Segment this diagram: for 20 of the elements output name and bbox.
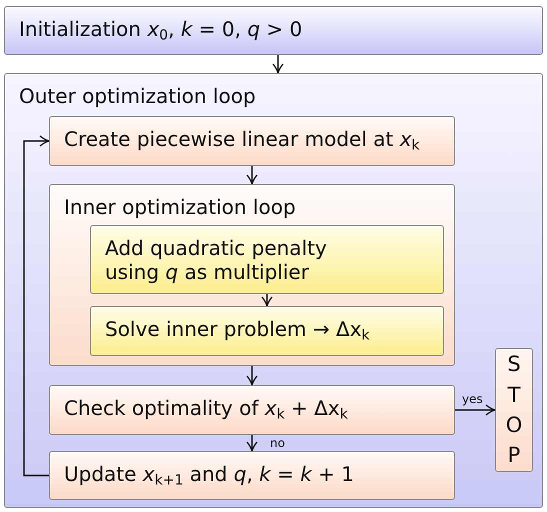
process-box xyxy=(4,6,543,55)
node-label: Check optimality of x$_{k}$ + Δx$_{k}$ xyxy=(64,396,348,424)
node-label: Update x$_{k+1}$ and q, k = k+ 1 xyxy=(64,462,354,490)
process-box xyxy=(49,385,455,435)
edge-label: no xyxy=(270,436,285,450)
node-label: Outer optimization loop xyxy=(19,84,256,108)
node-label: Inner optimization loop xyxy=(64,195,296,219)
loop-container xyxy=(4,73,543,508)
loop-container xyxy=(49,184,455,366)
node-label: Solve inner problem → Δx$_{k}$ xyxy=(105,317,370,345)
node-label: Create piecewise linear model at x$_{k}$ xyxy=(64,127,420,155)
node-label: Initialization x$_{0}$, k = 0, q > 0 xyxy=(19,16,302,44)
process-box xyxy=(90,306,444,356)
node-label: Add quadratic penalty using q as multiplier xyxy=(105,236,328,284)
process-box xyxy=(49,451,455,500)
process-box xyxy=(90,225,444,294)
process-box xyxy=(49,116,455,166)
edge-label: yes xyxy=(462,392,483,406)
node-label: STOP xyxy=(504,351,524,470)
terminal-box xyxy=(495,348,533,472)
